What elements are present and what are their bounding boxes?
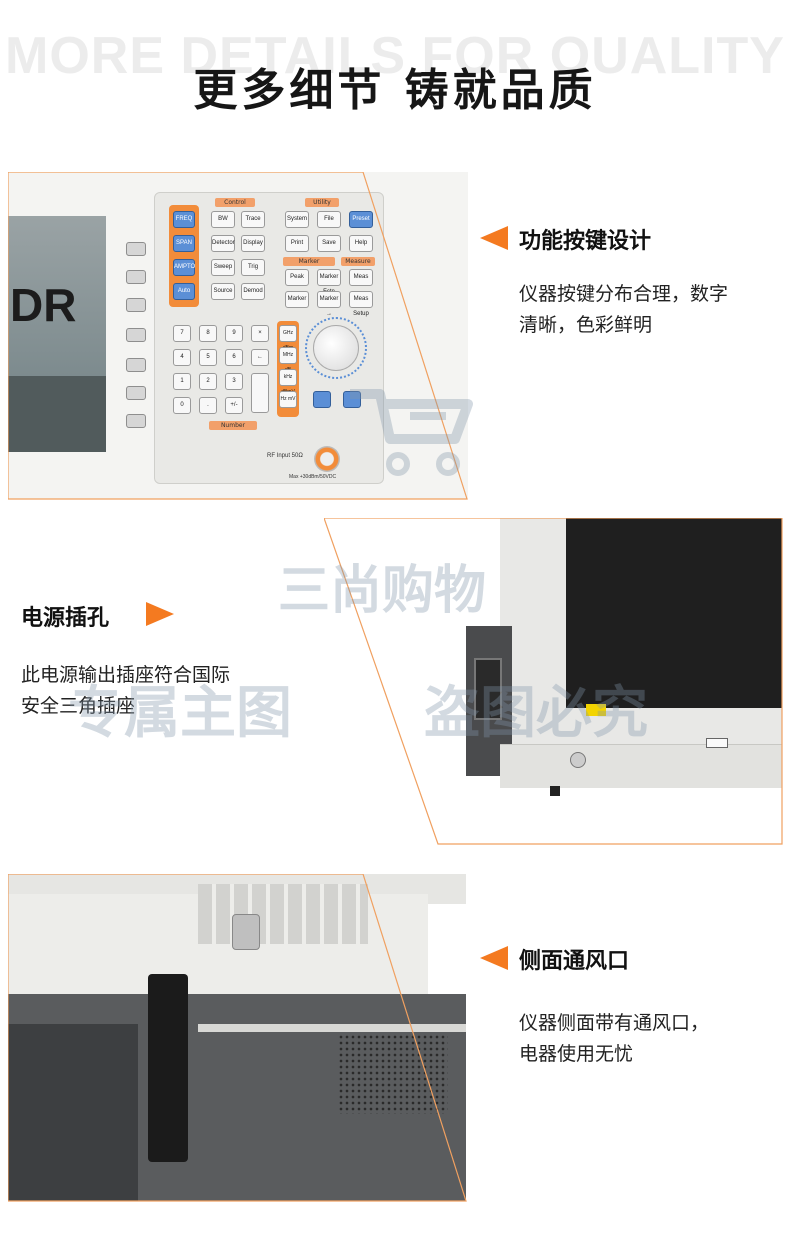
num-7-key: 7 — [173, 325, 191, 342]
softkey — [126, 358, 146, 372]
marker-fctn-key: Marker Fctn — [317, 269, 341, 295]
tag-control: Control — [215, 198, 255, 207]
unit-mhz-key: MHz dB — [279, 347, 297, 373]
usb-port-icon — [706, 738, 728, 748]
rotary-knob — [313, 325, 359, 371]
softkey — [126, 298, 146, 312]
section1-text-line: 清晰，色彩鲜明 — [519, 314, 653, 336]
background-title: MORE DETAILS FOR QUALITY — [5, 27, 785, 85]
meas-setup-key: Meas Setup — [349, 291, 373, 317]
display-key: Display — [241, 235, 265, 252]
tag-measure: Measure — [341, 257, 375, 266]
num-1-key: 1 — [173, 373, 191, 390]
tag-number: Number — [209, 421, 257, 430]
span-key: SPAN — [173, 235, 195, 252]
num-8-key: 8 — [199, 325, 217, 342]
notice-watermark-left: 专属主图 — [68, 681, 292, 746]
softkey — [126, 386, 146, 400]
system-key: System — [285, 211, 309, 228]
cart-watermark-icon — [350, 389, 473, 476]
detector-key: Detector — [211, 235, 235, 252]
num-3-key: 3 — [225, 373, 243, 390]
tag-utility: Utility — [305, 198, 339, 207]
side-vent-photo — [8, 874, 466, 1201]
sign-key: +/- — [225, 397, 243, 414]
screen-logo: DR — [10, 279, 77, 331]
section1-text-line: 仪器按键分布合理，数字 — [519, 283, 729, 305]
section1-text: 仪器按键分布合理，数字 清晰，色彩鲜明 — [519, 279, 728, 341]
pointer-arrow-icon — [480, 946, 508, 970]
num-5-key: 5 — [199, 349, 217, 366]
section2-text-line: 安全三角插座 — [21, 695, 136, 717]
rf-connector — [232, 914, 260, 950]
section3-text-line: 仪器侧面带有通风口， — [519, 1012, 710, 1034]
clear-key: × — [251, 325, 269, 342]
trace-key: Trace — [241, 211, 265, 228]
num-6-key: 6 — [225, 349, 243, 366]
support-foot — [148, 974, 188, 1162]
softkey — [126, 414, 146, 428]
bw-key: BW — [211, 211, 235, 228]
preset-key: Preset — [349, 211, 373, 228]
num-9-key: 9 — [225, 325, 243, 342]
print-key: Print — [285, 235, 309, 252]
meas-key: Meas — [349, 269, 373, 286]
num-0-key: 0 — [173, 397, 191, 414]
marker-arrow-key: Marker → — [317, 291, 341, 317]
section2-text-line: 此电源输出插座符合国际 — [21, 664, 231, 686]
power-button-icon — [570, 752, 586, 768]
file-key: File — [317, 211, 341, 228]
enter-key — [251, 373, 269, 413]
section1-heading: 功能按键设计 — [519, 229, 652, 254]
max-input-label: Max +30dBm/50VDC — [289, 474, 337, 480]
num-2-key: 2 — [199, 373, 217, 390]
notice-watermark-right: 盗图必究 — [424, 681, 648, 746]
freq-key: FREQ — [173, 211, 195, 228]
keypad-rows — [198, 884, 368, 944]
tag-marker: Marker — [283, 257, 335, 266]
trig-key: Trig — [241, 259, 265, 276]
peak-key: Peak — [285, 269, 309, 286]
brand-watermark: 三尚购物 — [278, 561, 487, 621]
section2-heading: 电源插孔 — [21, 606, 110, 631]
section3-heading: 侧面通风口 — [519, 949, 630, 974]
auto-key: Auto — [173, 283, 195, 300]
arrow-down-key — [313, 391, 331, 408]
ampto-key: AMPTO — [173, 259, 195, 276]
unit-ghz-key: GHz dBm — [279, 325, 297, 351]
pointer-arrow-icon — [146, 602, 174, 626]
section2-text: 此电源输出插座符合国际 安全三角插座 — [21, 660, 230, 722]
page-title: 更多细节 铸就品质 — [193, 65, 597, 116]
save-key: Save — [317, 235, 341, 252]
dot-key: . — [199, 397, 217, 414]
unit-khz-key: kHz dBmV — [279, 369, 297, 395]
back-key: ← — [251, 349, 269, 366]
section3-text-line: 电器使用无忧 — [519, 1043, 634, 1065]
demod-key: Demod — [241, 283, 265, 300]
vent-grille — [338, 1034, 448, 1114]
marker-key: Marker — [285, 291, 309, 308]
source-key: Source — [211, 283, 235, 300]
softkey — [126, 242, 146, 256]
num-4-key: 4 — [173, 349, 191, 366]
sweep-key: Sweep — [211, 259, 235, 276]
softkey — [126, 328, 146, 342]
instrument-screen: DR — [8, 216, 106, 452]
unit-hz-key: Hz mV — [279, 391, 297, 408]
rf-input-label: RF Input 50Ω — [267, 453, 303, 459]
help-key: Help — [349, 235, 373, 252]
pointer-arrow-icon — [480, 226, 508, 250]
softkey — [126, 270, 146, 284]
rf-input-port — [314, 446, 340, 472]
section3-text: 仪器侧面带有通风口， 电器使用无忧 — [519, 1008, 709, 1070]
